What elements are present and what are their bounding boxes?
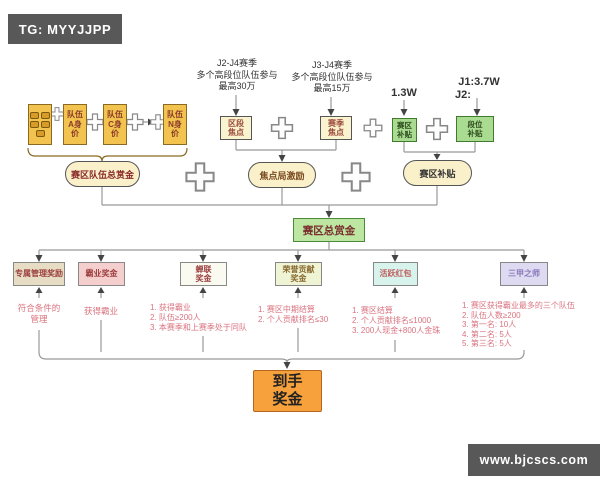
segment-focus-box: 区段焦点: [220, 116, 252, 140]
team-value-icon-box: [28, 104, 52, 145]
team-a-value-box: 队伍A身价: [63, 104, 87, 145]
exclusive-management-reward-box: 专属管理奖励: [13, 262, 65, 286]
final-bonus-box: 到手 奖金: [253, 370, 322, 412]
region-subsidy-node: 赛区补贴: [403, 160, 472, 186]
focus-game-incentive-node: 焦点局激励: [248, 162, 316, 188]
repeat-champion-condition-list: 1. 获得霸业 2. 队伍≥200人 3. 本赛季和上赛季处于同队: [150, 303, 247, 332]
team-n-value-label: 队伍N身价: [167, 110, 183, 139]
top-three-teams-label: 三甲之师: [508, 269, 540, 279]
segment-focus-label: 区段焦点: [228, 118, 244, 138]
site-banner-text: www.bjcscs.com: [479, 453, 589, 467]
honor-contribution-bonus-box: 荣誉贡献 奖金: [275, 262, 322, 286]
tg-banner-text: TG: MYYJJPP: [18, 21, 112, 37]
activity-red-packet-box: 活跃红包: [373, 262, 418, 286]
coins-icon: [35, 129, 46, 138]
honor-contribution-condition-list: 1. 赛区中期结算 2. 个人贡献排名≤30: [258, 305, 329, 324]
team-c-value-box: 队伍C身价: [103, 104, 127, 145]
final-bonus-label: 到手 奖金: [272, 373, 303, 408]
region-subsidy-box: 赛区补贴: [392, 118, 417, 142]
focus-left-annotation: J2-J4赛季 多个高段位队伍参与 最高30万: [196, 58, 278, 91]
rank-subsidy-box-label: 段位补贴: [467, 120, 483, 138]
rank-subsidy-annotation-j2: J2:: [455, 89, 471, 101]
management-condition-note: 符合条件的 管理: [17, 303, 61, 324]
plus-icon: [363, 118, 383, 138]
top-three-teams-box: 三甲之师: [500, 262, 548, 286]
plus-icon: [270, 116, 294, 140]
plus-icon: [86, 113, 104, 131]
plus-icon: [341, 162, 371, 192]
site-banner: www.bjcscs.com: [468, 444, 600, 476]
tg-banner: TG: MYYJJPP: [8, 14, 122, 44]
hegemony-condition-note: 获得霸业: [83, 306, 118, 316]
hegemony-bonus-label: 霸业奖金: [85, 269, 118, 279]
top-three-condition-list: 1. 赛区获得霸业最多的三个队伍 2. 队伍人数≥200 3. 第一名: 10人…: [462, 301, 575, 348]
red-packet-condition-list: 1. 赛区结算 2. 个人贡献排名≤1000 3. 200人现金+800人金珠: [352, 306, 441, 335]
region-total-bounty-box: 赛区总赏金: [293, 218, 365, 242]
plus-icon: [425, 117, 449, 141]
region-total-bounty-label: 赛区总赏金: [302, 224, 356, 237]
honor-contribution-bonus-label: 荣誉贡献 奖金: [282, 264, 315, 284]
focus-game-incentive-label: 焦点局激励: [259, 170, 305, 181]
activity-red-packet-label: 活跃红包: [379, 269, 412, 279]
rank-subsidy-box: 段位补贴: [456, 116, 494, 142]
plus-icon: [185, 162, 215, 192]
season-focus-label: 赛季焦点: [328, 118, 344, 138]
region-subsidy-node-label: 赛区补贴: [419, 168, 456, 179]
repeat-champion-bonus-label: 蝉联 奖金: [195, 264, 212, 284]
plus-icon: [150, 114, 166, 130]
coins-icon: [29, 120, 51, 129]
team-total-bounty-label: 赛区队伍总赏金: [70, 169, 134, 180]
plus-icon: [50, 107, 64, 121]
plus-icon: [126, 113, 144, 131]
team-total-bounty-node: 赛区队伍总赏金: [65, 161, 140, 187]
coins-icon: [29, 111, 51, 120]
hegemony-bonus-box: 霸业奖金: [78, 262, 125, 286]
team-a-value-label: 队伍A身价: [67, 110, 83, 139]
exclusive-management-reward-label: 专属管理奖励: [15, 269, 63, 279]
region-subsidy-box-label: 赛区补贴: [397, 121, 412, 139]
arrowheads: [35, 109, 528, 369]
rank-subsidy-annotation-j1: J1:3.7W: [458, 76, 500, 88]
plus-icons: [50, 107, 449, 192]
subsidy-left-annotation: 1.3W: [391, 87, 417, 99]
team-c-value-label: 队伍C身价: [107, 110, 123, 139]
repeat-champion-bonus-box: 蝉联 奖金: [180, 262, 227, 286]
focus-right-annotation: J3-J4赛季 多个高段位队伍参与 最高15万: [291, 60, 373, 93]
season-focus-box: 赛季焦点: [320, 116, 352, 140]
team-n-value-box: 队伍N身价: [163, 104, 187, 145]
